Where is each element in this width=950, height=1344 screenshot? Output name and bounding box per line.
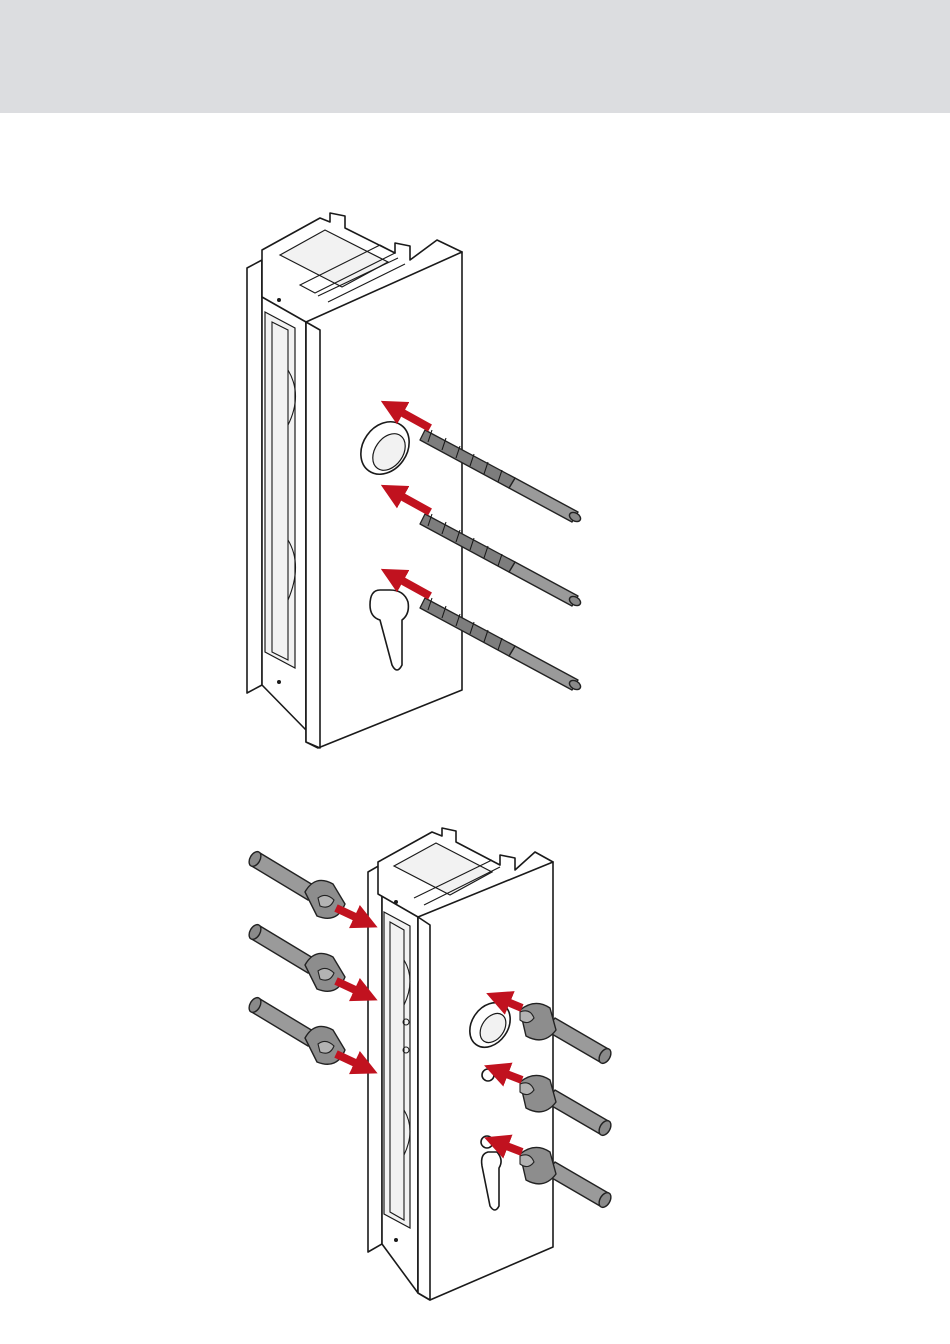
countersink-left-2: [247, 923, 345, 992]
figure-drilling: [247, 213, 582, 748]
countersink-arrow-left-1: [336, 908, 366, 922]
countersink-left-3: [247, 996, 345, 1065]
countersink-left-1: [247, 850, 345, 919]
figure-countersinking: [247, 828, 614, 1300]
countersink-arrow-left-3: [336, 1054, 366, 1068]
countersink-arrow-left-2: [336, 981, 366, 995]
door-profile-top: [247, 213, 462, 748]
door-profile-bottom: [368, 828, 553, 1300]
